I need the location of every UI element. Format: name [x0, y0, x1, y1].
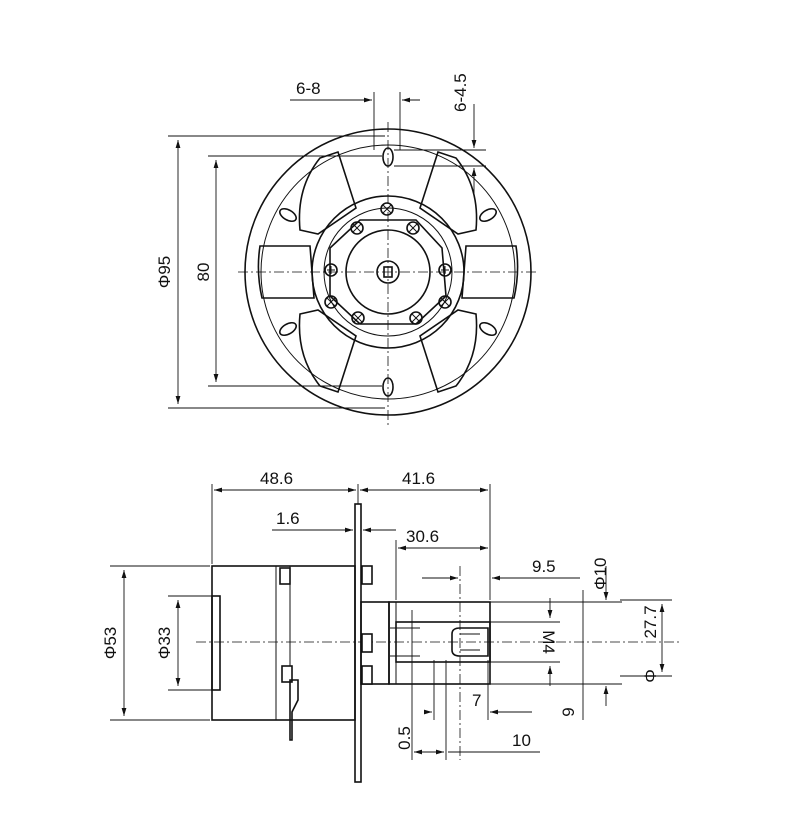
- shaft-key-feature: [451, 627, 489, 657]
- dim-groove-depth-label: 9: [559, 707, 578, 716]
- dim-flange-thickness-label: 1.6: [276, 509, 300, 528]
- nut-top: [361, 565, 373, 585]
- screw: [351, 311, 365, 325]
- mounting-slot: [279, 207, 297, 223]
- screw: [438, 263, 452, 277]
- shaft: [388, 601, 491, 685]
- dim-body-length-label: 48.6: [260, 469, 293, 488]
- dim-slot-height-label: 6-4.5: [451, 73, 470, 112]
- body-end-cap: [275, 565, 291, 721]
- vent-windows: [257, 150, 519, 394]
- side-view: 48.6 41.6 1.6 30.6 9.5 M4 Φ10 27.7: [101, 469, 680, 783]
- mounting-slot: [479, 321, 497, 337]
- vent-window: [298, 150, 357, 235]
- dim-pulley-span-label: 27.7: [641, 605, 660, 638]
- dim-thread-length-label: 9.5: [532, 557, 556, 576]
- hub-screws: [324, 202, 452, 325]
- front-view: Φ95 80 6-8 6-4.5: [155, 73, 538, 425]
- vent-window: [419, 309, 478, 394]
- dim-pulley-diameter-label: Φ: [641, 669, 660, 683]
- dim-shaft-length-label: 30.6: [406, 527, 439, 546]
- thread-section: [395, 621, 491, 663]
- screw: [409, 311, 423, 325]
- rear-nut-top: [279, 567, 291, 585]
- flange-plate: [354, 503, 362, 783]
- dim-outer-diameter-label: Φ95: [155, 256, 174, 288]
- screw: [324, 295, 338, 309]
- dim-body-diameter-label: Φ53: [101, 627, 120, 659]
- dim-key-length-label: 10: [512, 731, 531, 750]
- screw: [350, 221, 364, 235]
- screw: [324, 263, 338, 277]
- dim-boss-diameter-label: Φ33: [155, 627, 174, 659]
- dim-shaft-total-label: 41.6: [402, 469, 435, 488]
- vent-window: [461, 245, 519, 299]
- dim-bolt-circle-label: 80: [194, 263, 213, 282]
- thread-size-label: M4: [539, 630, 558, 654]
- screw: [406, 221, 420, 235]
- screw: [438, 295, 452, 309]
- dim-gap-label: 0.5: [395, 726, 414, 750]
- dim-key-width-label: 7: [472, 691, 481, 710]
- mounting-slot: [479, 207, 497, 223]
- dim-slot-width-label: 6-8: [296, 79, 321, 98]
- rear-nut-bottom: [281, 665, 293, 683]
- vent-window: [257, 245, 315, 299]
- rear-boss: [211, 595, 221, 691]
- screw: [380, 202, 394, 216]
- nut-bottom: [361, 665, 373, 685]
- terminal-lead: [289, 679, 299, 741]
- dim-shaft-diameter-label: Φ10: [591, 558, 610, 590]
- nut-middle: [361, 633, 373, 653]
- mounting-slot: [279, 321, 297, 337]
- vent-window: [298, 309, 357, 394]
- vent-window: [419, 150, 478, 235]
- motor-body: [211, 565, 356, 721]
